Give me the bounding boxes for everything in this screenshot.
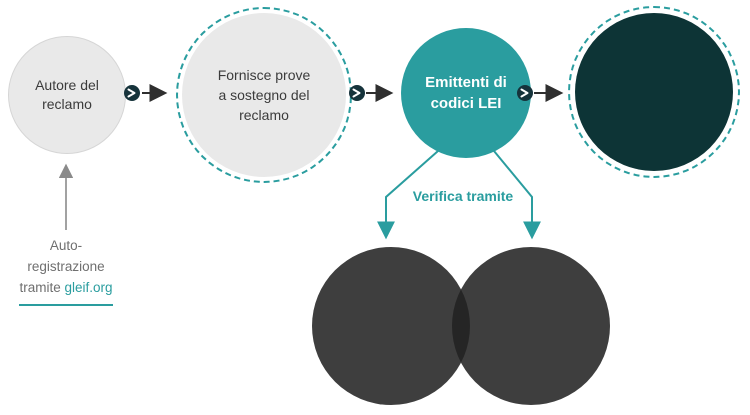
node-dark-unlabeled-fill (575, 13, 733, 171)
registration-note-prefix: tramite (19, 279, 65, 295)
arrow-step1-step2 (124, 84, 168, 102)
chevron-right-icon (127, 88, 136, 98)
node-emittenti-label-line2: codici LEI (430, 95, 502, 112)
registration-note-line2: registrazione (27, 258, 105, 274)
node-fornisce-prove-fill: Fornisce prove a sostegno del reclamo (182, 13, 346, 177)
node-autore-label: Autore del reclamo (35, 77, 99, 112)
node-fornisce-prove: Fornisce prove a sostegno del reclamo (176, 7, 352, 183)
registration-note-line3: tramite gleif.org (19, 278, 113, 306)
arrow-step2-step3 (349, 84, 394, 102)
node-dark-unlabeled (568, 6, 740, 178)
node-emittenti-label: Emittenti di codici LEI (425, 72, 507, 114)
chevron-right-icon (352, 88, 361, 98)
node-autore-del-reclamo: Autore del reclamo (8, 36, 126, 154)
registration-note-line1: Auto- (49, 238, 83, 253)
verify-label: Verifica tramite (412, 188, 514, 204)
venn-circle-right (452, 247, 610, 405)
venn-circle-left (312, 247, 470, 405)
node-emittenti-lei: Emittenti di codici LEI (401, 28, 531, 158)
gleif-link[interactable]: gleif.org (64, 279, 113, 295)
node-fornisce-label: Fornisce prove a sostegno del reclamo (217, 66, 311, 124)
registration-note: Auto- registrazione tramite gleif.org (2, 236, 130, 306)
connector-dot-icon (124, 85, 140, 101)
node-emittenti-label-line1: Emittenti di (425, 74, 507, 91)
